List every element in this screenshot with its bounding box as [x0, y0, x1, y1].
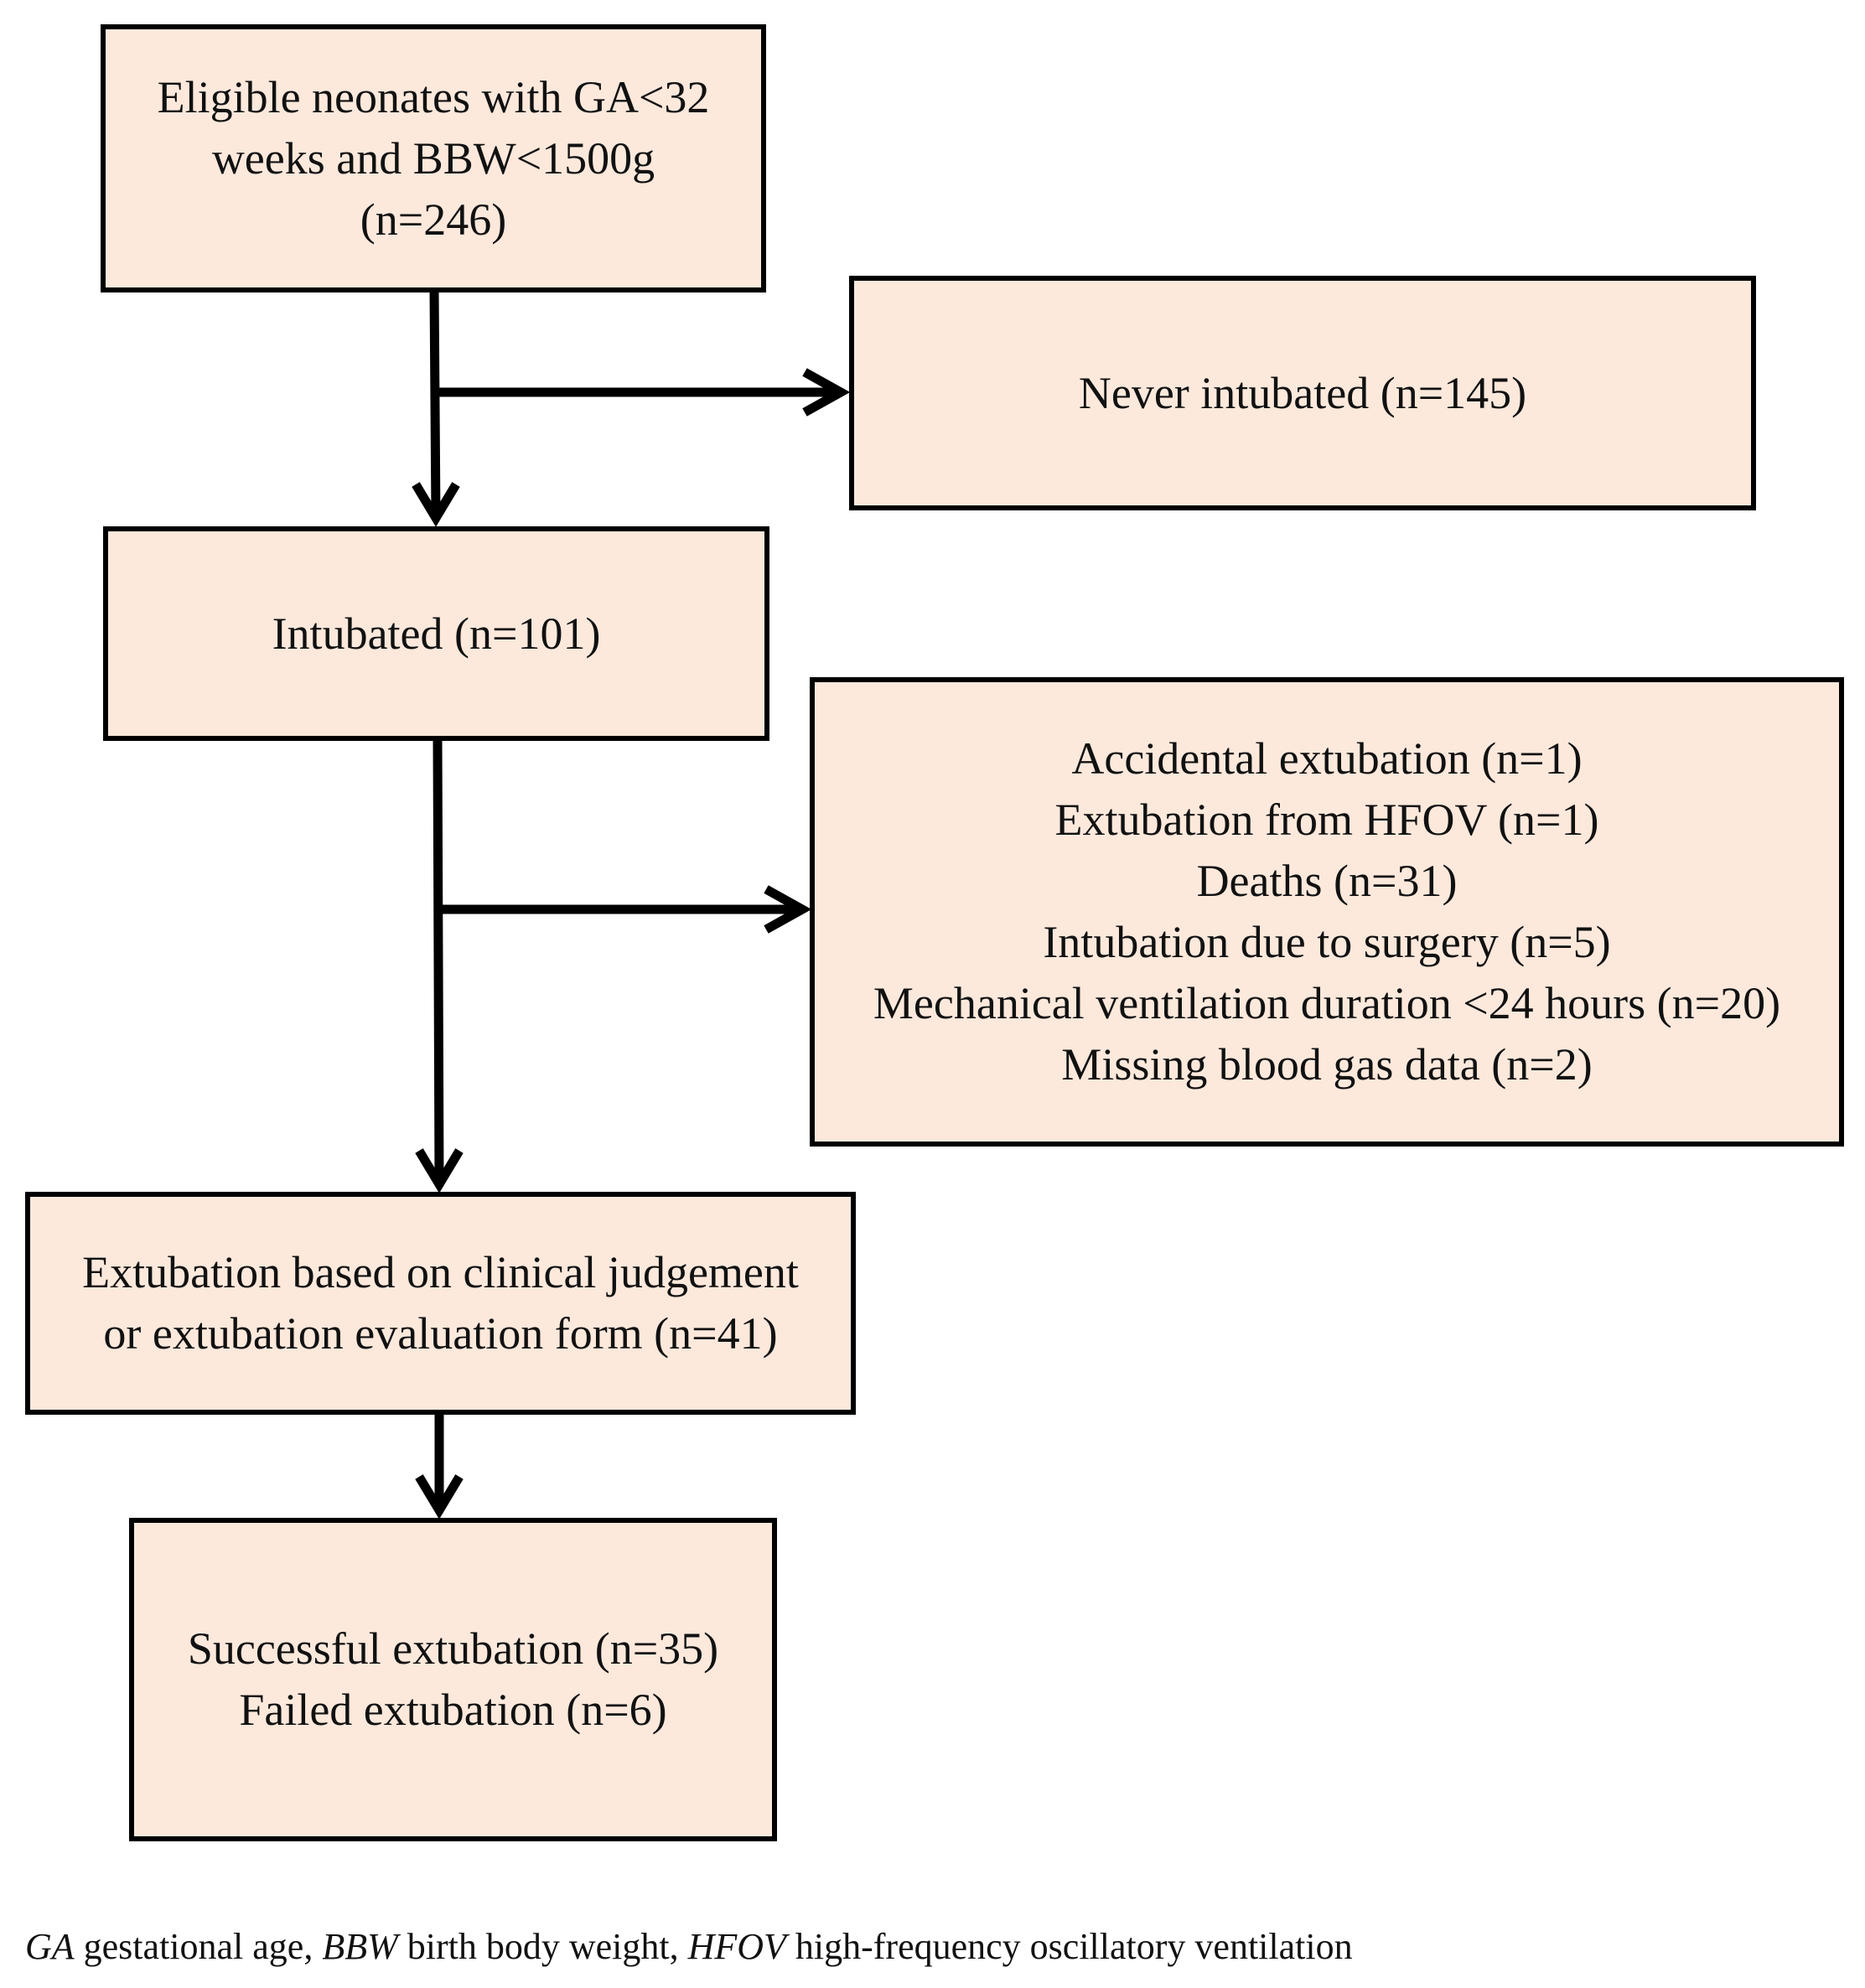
connector-eligible-intubated	[429, 290, 441, 519]
excluded-line-5: Mechanical ventilation duration <24 hour…	[873, 978, 1781, 1028]
excluded-line-4: Intubation due to surgery (n=5)	[1043, 917, 1611, 967]
eligible-line-1: Eligible neonates with GA<32	[157, 71, 710, 122]
outcome-line-2: Failed extubation (n=6)	[239, 1685, 667, 1735]
excluded-box: Accidental extubation (n=1) Extubation f…	[810, 677, 1844, 1147]
never-intubated-line-1: Never intubated (n=145)	[1078, 367, 1527, 418]
footnote-text-bbw: birth body weight,	[397, 1926, 688, 1967]
abbreviation-footnote: GA gestational age, BBW birth body weigh…	[25, 1923, 1353, 1970]
arrowhead-to-extubation	[415, 1148, 464, 1193]
extubation-outcome-box: Successful extubation (n=35) Failed extu…	[129, 1518, 777, 1841]
connector-intubated-extubation	[433, 738, 444, 1185]
extubation-line-2: or extubation evaluation form (n=41)	[103, 1308, 778, 1359]
arrowhead-to-excluded	[764, 885, 812, 934]
footnote-abbr-ga: GA	[25, 1926, 75, 1967]
eligible-line-2: weeks and BBW<1500g	[211, 132, 655, 184]
arrowhead-to-never	[802, 368, 851, 417]
arrowhead-to-intubated	[412, 482, 460, 527]
excluded-line-1: Accidental extubation (n=1)	[1071, 733, 1583, 784]
outcome-line-1: Successful extubation (n=35)	[187, 1623, 719, 1674]
extubation-line-1: Extubation based on clinical judgement	[82, 1247, 799, 1297]
footnote-abbr-hfov: HFOV	[687, 1926, 786, 1967]
footnote-text-ga: gestational age,	[74, 1926, 323, 1967]
excluded-line-6: Missing blood gas data (n=2)	[1061, 1039, 1593, 1090]
extubation-decision-box: Extubation based on clinical judgement o…	[25, 1192, 856, 1415]
footnote-abbr-bbw: BBW	[322, 1926, 398, 1967]
excluded-line-3: Deaths (n=31)	[1196, 856, 1458, 906]
intubated-line-1: Intubated (n=101)	[272, 608, 601, 659]
excluded-line-2: Extubation from HFOV (n=1)	[1054, 795, 1599, 845]
eligible-neonates-box: Eligible neonates with GA<32 weeks and B…	[101, 24, 766, 293]
eligible-line-3: (n=246)	[360, 194, 507, 245]
intubated-box: Intubated (n=101)	[103, 526, 769, 741]
never-intubated-box: Never intubated (n=145)	[849, 276, 1756, 510]
footnote-text-hfov: high-frequency oscillatory ventilation	[785, 1926, 1353, 1967]
arrowhead-to-outcome	[415, 1474, 464, 1519]
